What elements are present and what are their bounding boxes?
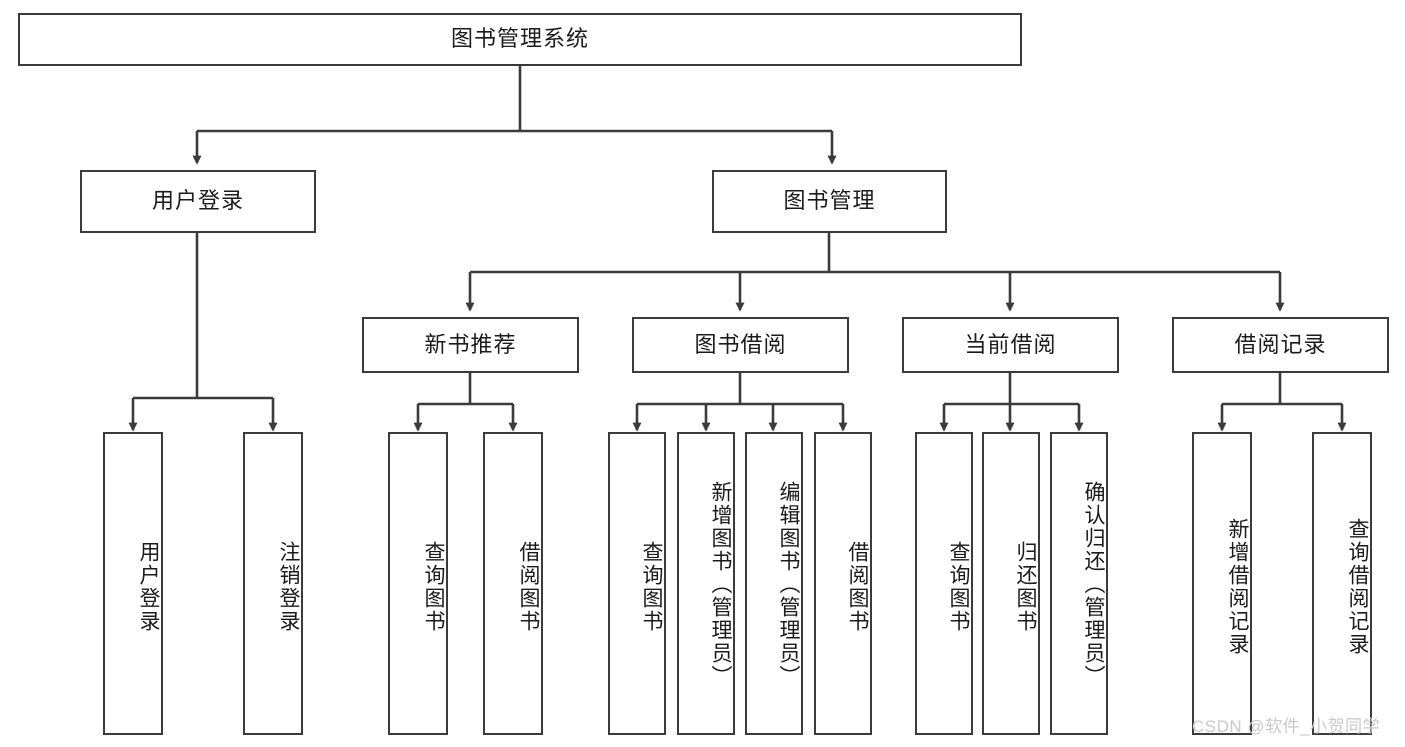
node-label: 确认归还（管理员） (1082, 481, 1105, 688)
node-label: 当前借阅 (964, 331, 1057, 357)
leaf-recommend-borrow-book[interactable]: 借阅图书 (483, 432, 543, 735)
leaf-borrow-edit-book-admin[interactable]: 编辑图书（管理员） (745, 432, 803, 735)
node-label: 用户登录 (137, 540, 160, 633)
leaf-borrow-query-book[interactable]: 查询图书 (608, 432, 666, 735)
node-label: 查询图书 (640, 540, 663, 633)
node-label: 查询图书 (422, 540, 445, 633)
node-root-system[interactable]: 图书管理系统 (18, 13, 1022, 66)
leaf-user-login-signin[interactable]: 用户登录 (103, 432, 163, 735)
node-label: 新增图书（管理员） (709, 481, 732, 688)
node-label: 图书管理系统 (450, 26, 589, 52)
node-label: 查询图书 (947, 540, 970, 633)
leaf-user-login-signout[interactable]: 注销登录 (243, 432, 303, 735)
node-current-borrow[interactable]: 当前借阅 (902, 317, 1119, 373)
leaf-record-query-record[interactable]: 查询借阅记录 (1312, 432, 1372, 735)
leaf-current-confirm-return-admin[interactable]: 确认归还（管理员） (1050, 432, 1108, 735)
csdn-watermark: CSDN @软件_小贺同学 (1192, 717, 1381, 736)
node-label: 图书管理 (783, 188, 876, 214)
node-label: 查询借阅记录 (1346, 517, 1369, 656)
node-label: 新增借阅记录 (1226, 517, 1249, 656)
leaf-recommend-query-book[interactable]: 查询图书 (388, 432, 448, 735)
node-borrow-record[interactable]: 借阅记录 (1172, 317, 1389, 373)
node-book-borrow[interactable]: 图书借阅 (632, 317, 849, 373)
node-label: 借阅记录 (1234, 331, 1327, 357)
node-label: 注销登录 (277, 540, 300, 633)
node-label: 编辑图书（管理员） (777, 481, 800, 688)
node-book-management[interactable]: 图书管理 (712, 170, 947, 233)
leaf-current-query-book[interactable]: 查询图书 (915, 432, 973, 735)
node-new-book-recommend[interactable]: 新书推荐 (362, 317, 579, 373)
node-label: 归还图书 (1014, 540, 1037, 633)
node-label: 图书借阅 (694, 331, 787, 357)
node-label: 新书推荐 (424, 331, 517, 357)
leaf-record-add-record[interactable]: 新增借阅记录 (1192, 432, 1252, 735)
node-label: 借阅图书 (846, 540, 869, 633)
leaf-borrow-add-book-admin[interactable]: 新增图书（管理员） (677, 432, 735, 735)
node-user-login[interactable]: 用户登录 (80, 170, 316, 233)
leaf-current-return-book[interactable]: 归还图书 (982, 432, 1040, 735)
node-label: 借阅图书 (517, 540, 540, 633)
leaf-borrow-borrow-book[interactable]: 借阅图书 (814, 432, 872, 735)
node-label: 用户登录 (151, 188, 244, 214)
